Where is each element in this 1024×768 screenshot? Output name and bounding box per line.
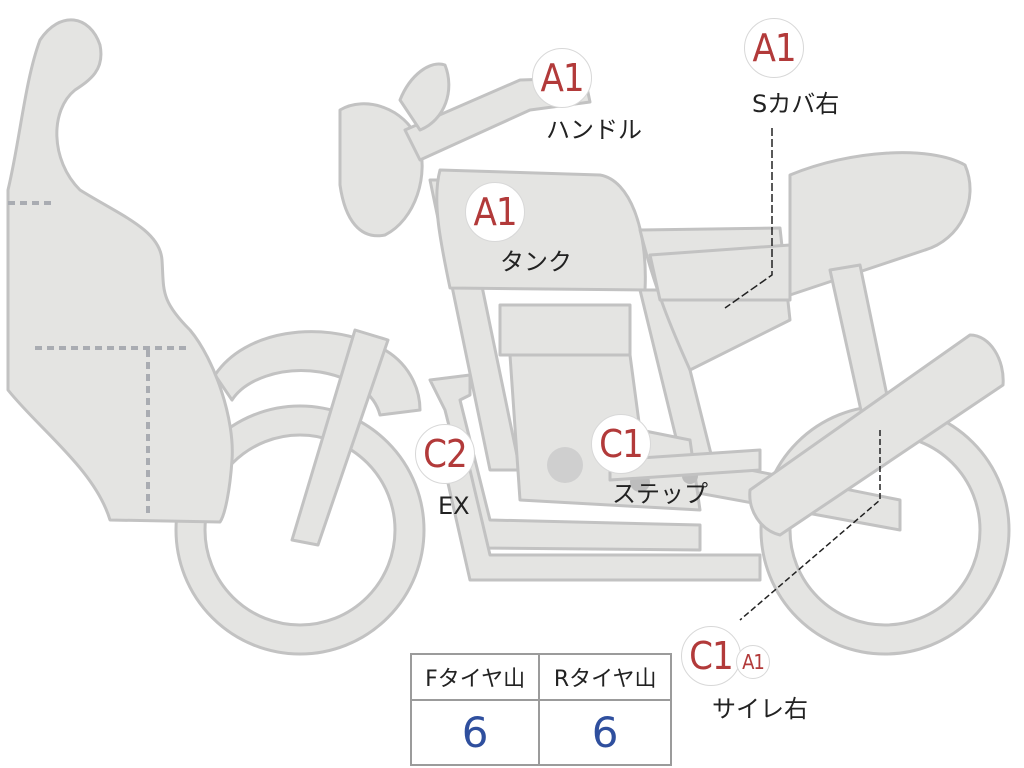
- side-cover-leader: [724, 128, 773, 309]
- front-fork: [290, 328, 390, 547]
- tire-tread-table: Fタイヤ山 Rタイヤ山 6 6: [409, 652, 672, 766]
- silencer-right-label: サイレ右: [712, 695, 808, 723]
- tank-label: タンク: [500, 248, 572, 276]
- engine-cylinder: [498, 303, 632, 357]
- step-label: ステップ: [612, 480, 708, 508]
- rear-tire-header: Rタイヤ山: [538, 652, 672, 702]
- handle-grade-badge: A1: [532, 48, 592, 108]
- step-grade-badge: C1: [591, 414, 651, 474]
- silencer: [748, 333, 1005, 537]
- exhaust-grade-badge: C2: [415, 424, 475, 484]
- rear-tire-value: 6: [538, 699, 672, 766]
- front-tire-header: Fタイヤ山: [409, 652, 541, 702]
- silencer-leader: [739, 430, 881, 621]
- side-cover-right-label: Sカバ右: [752, 90, 840, 118]
- front-tire-value: 6: [409, 699, 541, 766]
- handle-label: ハンドル: [546, 116, 642, 144]
- front-cowl: [6, 18, 234, 524]
- silencer-right-grade-badge: C1: [681, 626, 741, 686]
- headlight: [338, 102, 424, 238]
- side-cover-right-grade-badge: A1: [744, 18, 804, 78]
- front-fender: [213, 330, 422, 417]
- exhaust-label: EX: [438, 492, 470, 520]
- seat: [788, 151, 972, 297]
- tank-grade-badge: A1: [465, 182, 525, 242]
- silencer-right-grade2-badge: A1: [736, 645, 770, 679]
